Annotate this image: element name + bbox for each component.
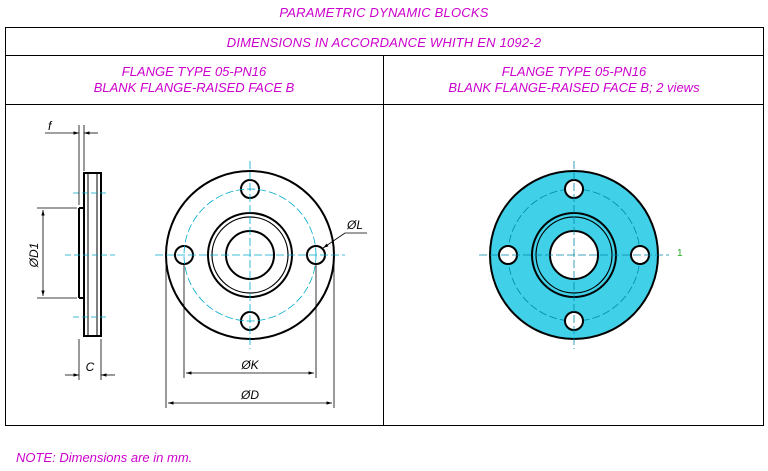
right-centerlines xyxy=(479,161,669,349)
dimension-D xyxy=(165,255,335,408)
column-divider xyxy=(383,55,384,426)
label-f: f xyxy=(48,119,53,133)
left-caption-line2: BLANK FLANGE-RAISED FACE B xyxy=(93,80,295,95)
dimension-f xyxy=(45,125,98,205)
dimension-D1 xyxy=(37,207,77,299)
front-view-centerlines xyxy=(155,161,345,349)
sheet-title: PARAMETRIC DYNAMIC BLOCKS xyxy=(279,5,489,20)
label-L: ØL xyxy=(346,218,363,232)
header-divider xyxy=(5,55,764,56)
sheet-subtitle: DIMENSIONS IN ACCORDANCE WHITH EN 1092-2 xyxy=(226,35,542,50)
table-frame xyxy=(5,27,764,426)
right-drawing: 1 xyxy=(479,161,683,349)
label-C: C xyxy=(86,360,95,374)
right-caption: FLANGE TYPE 05-PN16 BLANK FLANGE-RAISED … xyxy=(384,64,764,96)
caption-divider xyxy=(5,104,764,105)
dimension-K xyxy=(183,265,317,378)
flange-side-view xyxy=(78,172,102,337)
dimension-L xyxy=(322,232,367,249)
left-drawing: f ØD1 C xyxy=(27,119,367,408)
label-K: ØK xyxy=(240,358,259,372)
right-caption-line1: FLANGE TYPE 05-PN16 xyxy=(501,64,647,79)
left-caption-line1: FLANGE TYPE 05-PN16 xyxy=(121,64,267,79)
dimension-note: NOTE: Dimensions are in mm. xyxy=(16,450,193,465)
label-D1: ØD1 xyxy=(27,243,41,269)
left-caption: FLANGE TYPE 05-PN16 BLANK FLANGE-RAISED … xyxy=(5,64,383,96)
dimension-C xyxy=(65,339,115,380)
view-marker: 1 xyxy=(677,248,683,259)
right-caption-line2: BLANK FLANGE-RAISED FACE B; 2 views xyxy=(448,80,700,95)
label-D: ØD xyxy=(240,388,259,402)
